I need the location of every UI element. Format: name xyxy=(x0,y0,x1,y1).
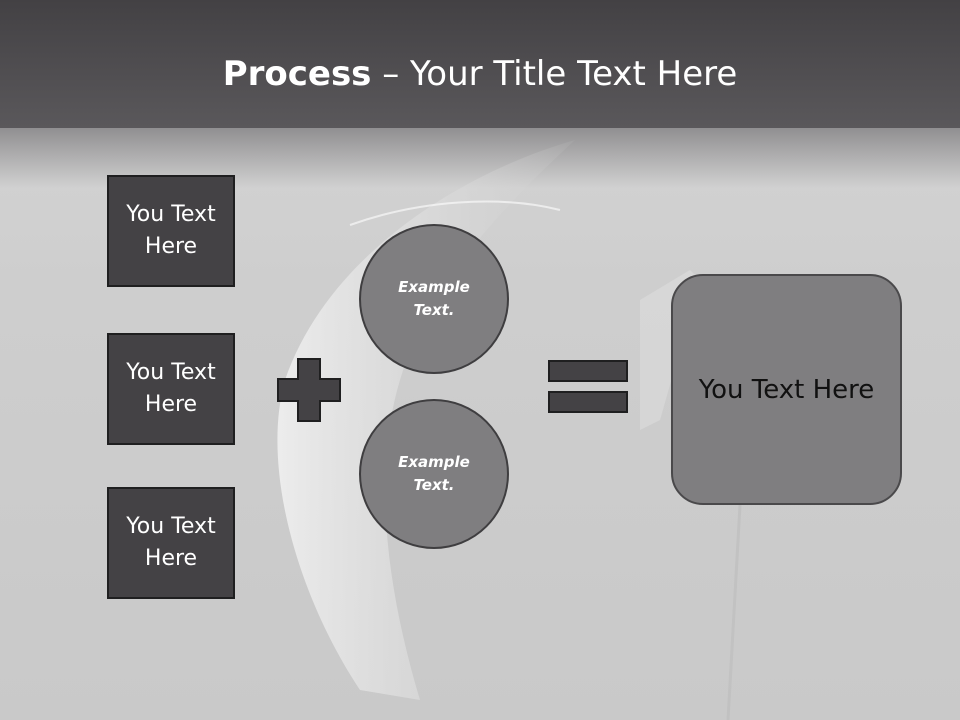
equals-icon xyxy=(548,360,628,413)
input-box-label: You Text Here xyxy=(126,360,216,417)
example-circle-1[interactable]: Example Text. xyxy=(359,224,509,374)
title-bar xyxy=(0,0,960,128)
title-bold: Process xyxy=(222,54,372,94)
slide-title: Process – Your Title Text Here xyxy=(0,50,960,98)
title-rest: – Your Title Text Here xyxy=(371,54,738,94)
input-box-2[interactable]: You Text Here xyxy=(107,333,235,445)
example-circle-2[interactable]: Example Text. xyxy=(359,399,509,549)
circle-label: Example Text. xyxy=(398,278,470,319)
input-box-label: You Text Here xyxy=(126,202,216,259)
input-box-3[interactable]: You Text Here xyxy=(107,487,235,599)
result-box[interactable]: You Text Here xyxy=(671,274,902,505)
circle-label: Example Text. xyxy=(398,453,470,494)
result-label: You Text Here xyxy=(698,374,875,405)
plus-icon xyxy=(277,358,341,422)
input-box-1[interactable]: You Text Here xyxy=(107,175,235,287)
input-box-label: You Text Here xyxy=(126,514,216,571)
